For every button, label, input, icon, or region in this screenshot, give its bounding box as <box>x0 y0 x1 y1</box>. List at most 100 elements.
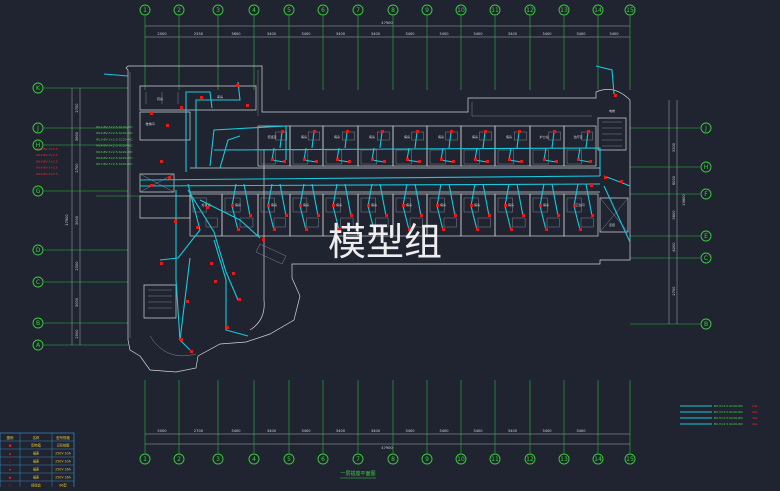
socket-device <box>200 96 203 99</box>
socket-device <box>299 204 302 207</box>
socket-device <box>614 94 617 97</box>
axis-bubble-bottom: 13 <box>558 453 570 465</box>
axis-bubble-bottom: 1 <box>139 453 151 465</box>
axis-label: 15 <box>626 456 634 463</box>
room-bath <box>463 149 480 165</box>
axis-bubble-bottom: 5 <box>283 453 295 465</box>
room-bath <box>360 149 377 165</box>
socket-device <box>160 262 163 265</box>
table-cell: 86型 <box>59 483 67 487</box>
axis-label: B <box>36 320 40 327</box>
dim-text: 3400 <box>267 429 277 433</box>
axis-bubble-left: A <box>32 339 44 351</box>
socket-device <box>406 158 409 161</box>
room-label: 治疗室 <box>573 134 582 139</box>
socket-device <box>557 214 560 217</box>
branch-upper <box>279 131 283 149</box>
dim-text: 3600 <box>231 32 241 36</box>
socket-device <box>226 326 229 329</box>
dim-text: 2000 <box>157 32 167 36</box>
axis-label: 9 <box>425 7 429 14</box>
socket-device <box>381 130 384 133</box>
branch-lower <box>379 183 387 217</box>
room-grid: 值班室病房病房病房病房病房病房病房护士站治疗室处置室病房病房病房病房病房病房病房… <box>145 94 615 237</box>
dim-total-bottom: 47900 <box>381 446 393 450</box>
dim-text: 3400 <box>576 429 586 433</box>
socket-device <box>367 204 370 207</box>
dim-total-right: 19800 <box>682 194 686 206</box>
room-label: 值班室 <box>267 134 276 139</box>
socket-device <box>510 228 513 231</box>
room-label: 病房 <box>301 134 307 139</box>
bed <box>306 217 319 228</box>
axis-label: 6 <box>321 7 325 14</box>
socket-device <box>150 184 153 187</box>
axis-bubble-top: 13 <box>558 4 570 16</box>
socket-device <box>236 84 239 87</box>
table-cell: 插座 <box>33 467 40 472</box>
dim-text: 3400 <box>542 429 552 433</box>
room-label: 卫生间 <box>575 202 584 207</box>
bed <box>377 131 390 141</box>
axis-bubble-left: C <box>32 276 44 288</box>
axis-label: 15 <box>626 7 634 14</box>
axis-bubble-bottom: 4 <box>248 453 260 465</box>
socket-device <box>577 158 580 161</box>
axis-label: 1 <box>143 456 147 463</box>
axis-bubble-top: 3 <box>212 4 224 16</box>
table-cell: 见系统图 <box>57 443 70 448</box>
axis-bubble-top: 4 <box>248 4 260 16</box>
axis-label: 8 <box>391 7 395 14</box>
dim-text: 2550 <box>194 32 204 36</box>
branch-lower <box>585 183 593 217</box>
axis-bubble-top: 5 <box>283 4 295 16</box>
room-label: 病房 <box>474 202 480 207</box>
socket-device <box>591 214 594 217</box>
dim-text: 3400 <box>439 32 449 36</box>
socket-device <box>418 160 421 163</box>
room-label: 病房 <box>438 134 444 139</box>
circuit-label-green: WL1-BV-3×2.5-SC20-WC <box>96 125 133 129</box>
dim-text: 5000 <box>157 429 167 433</box>
dim-text: 3400 <box>336 32 346 36</box>
socket-device <box>518 130 521 133</box>
axis-bubble-top: 14 <box>592 4 604 16</box>
room-label: 楼梯间 <box>145 121 154 126</box>
bed <box>479 131 492 141</box>
dim-text: 2700 <box>194 429 204 433</box>
socket-device <box>180 338 183 341</box>
room-label: 库房 <box>217 94 223 99</box>
socket-device <box>416 130 419 133</box>
watermark: 模型组 <box>328 220 442 264</box>
circuit-label-red: WL3-BV-3×2.5 <box>36 159 58 163</box>
axis-label: 14 <box>594 7 602 14</box>
circuit-labels: WL1-BV-3×2.5-SC20-WCWL2-BV-3×2.5-SC20-WC… <box>36 125 140 197</box>
socket-device <box>520 160 523 163</box>
dim-text: 3400 <box>576 32 586 36</box>
socket-device <box>338 228 341 231</box>
room-bath <box>260 197 275 213</box>
table-header: 图例 <box>7 435 14 440</box>
legend-code: 3AL <box>752 416 758 420</box>
axis-label: F <box>704 191 708 198</box>
socket-device <box>317 214 320 217</box>
axis-bubble-right: J <box>700 122 712 134</box>
socket-device <box>589 160 592 163</box>
socket-device <box>249 214 252 217</box>
axis-bubble-bottom: 6 <box>317 453 329 465</box>
axis-bubble-top: 1 <box>139 4 151 16</box>
dim-text: 4200 <box>672 242 676 252</box>
room-bath <box>395 149 412 165</box>
axis-label: J <box>704 125 707 132</box>
axis-label: A <box>36 342 41 349</box>
socket-device <box>285 214 288 217</box>
axis-bubble-bottom: 14 <box>592 453 604 465</box>
table-cell: △ <box>9 460 12 464</box>
axis-bubble-top: 11 <box>489 4 501 16</box>
socket-device <box>454 214 457 217</box>
socket-device <box>436 204 439 207</box>
socket-device <box>543 158 546 161</box>
